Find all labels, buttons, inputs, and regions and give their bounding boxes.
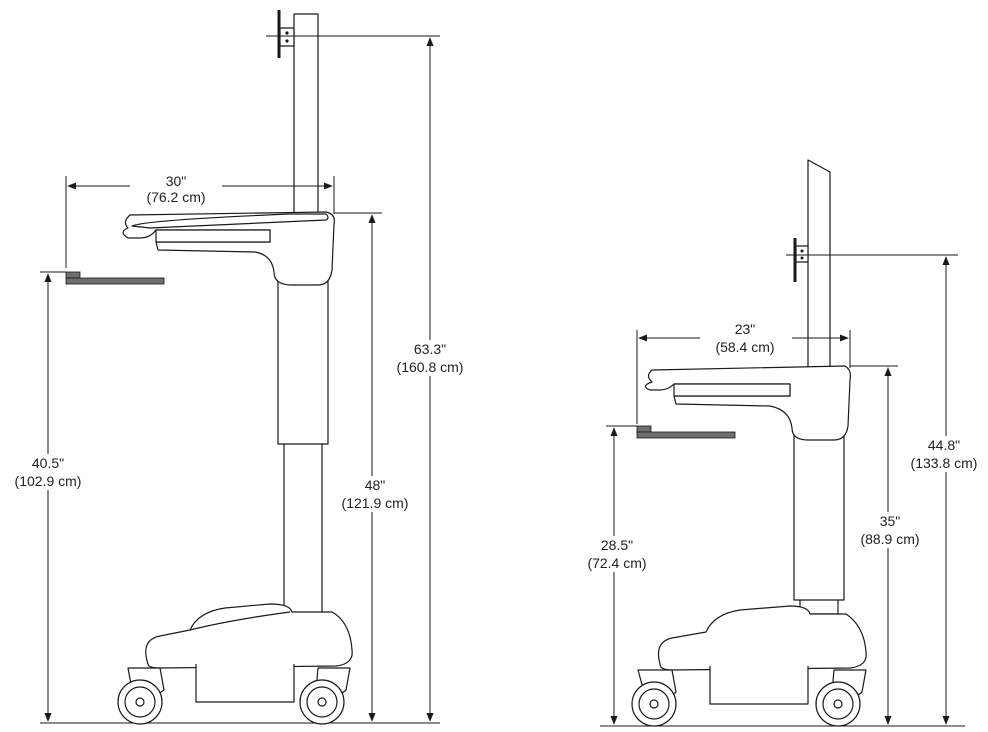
total-height-inches: 44.8" <box>928 437 960 453</box>
monitor-mount <box>793 238 809 282</box>
keyboard-height-cm: (72.4 cm) <box>587 555 646 571</box>
total-height-cm: (160.8 cm) <box>397 359 464 375</box>
worksurface-height-cm: (88.9 cm) <box>860 531 919 547</box>
width-cm: (76.2 cm) <box>146 189 205 205</box>
keyboard-height-cm: (102.9 cm) <box>15 473 82 489</box>
monitor-mount <box>277 10 295 58</box>
keyboard-height-inches: 28.5" <box>601 537 633 553</box>
keyboard-tray <box>65 271 165 285</box>
worksurface-height-inches: 35" <box>880 513 901 529</box>
worksurface-height-inches: 48" <box>365 477 386 493</box>
lift-column-upper <box>793 431 845 601</box>
keyboard-height-inches: 40.5" <box>32 455 64 471</box>
width-inches: 23" <box>735 321 756 337</box>
monitor-mast <box>807 159 831 369</box>
caster-rear <box>815 669 867 727</box>
lift-column-upper <box>277 277 329 445</box>
worksurface <box>644 365 852 441</box>
cart-retracted: 23" (58.4 cm) 44.8" (133.8 cm) 35" (88.9… <box>578 159 988 727</box>
worksurface-height-cm: (121.9 cm) <box>342 495 409 511</box>
cart-base <box>145 603 353 669</box>
monitor-mast <box>293 13 319 229</box>
caster-front <box>631 669 677 727</box>
worksurface <box>122 211 335 286</box>
total-height-cm: (133.8 cm) <box>911 455 978 471</box>
width-cm: (58.4 cm) <box>715 339 774 355</box>
total-height-inches: 63.3" <box>414 341 446 357</box>
lift-column-lower <box>283 439 323 616</box>
cart-extended: 30" (76.2 cm) 63.3" (160.8 cm) 48" (121.… <box>2 10 478 725</box>
width-inches: 30" <box>166 173 187 189</box>
caster-rear <box>299 667 351 725</box>
cart-base <box>657 605 867 671</box>
keyboard-tray <box>636 425 736 439</box>
caster-front <box>117 667 165 725</box>
